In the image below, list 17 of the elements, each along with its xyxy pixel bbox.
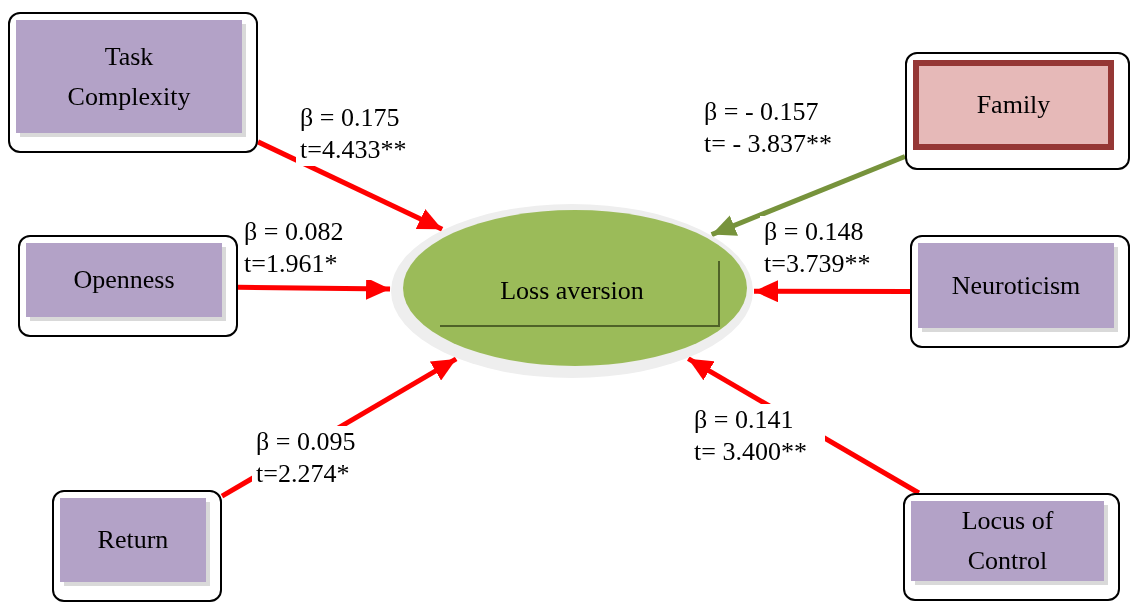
process-box [18,235,238,337]
node-label: Openness [73,264,175,296]
node-label: Return [97,524,169,556]
arrow [256,139,444,232]
arrow [754,280,910,303]
node-label: Family [976,89,1051,121]
process-box [8,12,258,153]
node-label: Locus of Control [960,505,1055,577]
arrow [710,154,906,237]
node-label: Loss aversion [500,275,644,307]
ellipse-node [390,203,754,379]
process-box [905,52,1130,170]
process-box [52,490,222,602]
process-box [903,493,1120,601]
node-label: Task Complexity [66,40,192,113]
node-label: Neuroticism [951,269,1081,302]
process-box [910,235,1130,348]
